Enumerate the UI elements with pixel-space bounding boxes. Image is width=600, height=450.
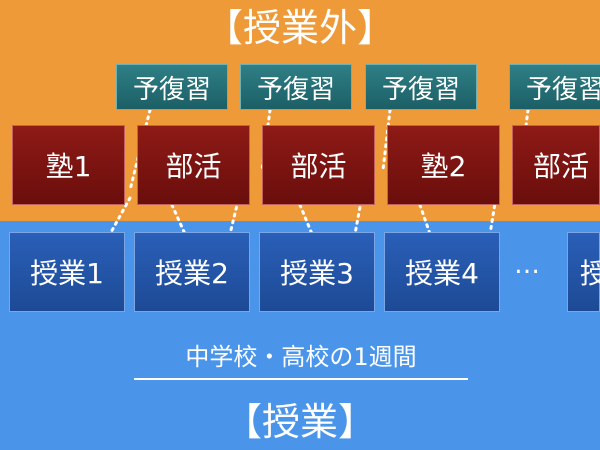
- prep-box-4: 予復習: [509, 64, 600, 110]
- connector-act1-class1: [108, 196, 132, 236]
- activity-box-1: 塾1: [12, 125, 125, 205]
- connector-prep3-act4: [381, 108, 392, 172]
- prep-box-1: 予復習: [116, 64, 228, 110]
- activity-box-3: 部活: [262, 125, 375, 205]
- connector-act4-class4: [418, 203, 432, 236]
- weekly-subtitle: 中学校・高校の1週間: [185, 343, 417, 371]
- class-box-3: 授業3: [259, 232, 375, 312]
- connector-act2-class2: [170, 203, 187, 236]
- class-box-2: 授業2: [134, 232, 250, 312]
- activity-box-4: 塾2: [387, 125, 500, 205]
- class-box-5: 授: [567, 232, 600, 312]
- more-classes-ellipsis: …: [514, 250, 540, 280]
- class-title: 【授業】: [223, 400, 376, 444]
- connector-act3-class3: [298, 203, 314, 236]
- activity-box-5: 部活: [512, 125, 600, 205]
- activity-box-2: 部活: [137, 125, 250, 205]
- prep-box-3: 予復習: [365, 64, 477, 110]
- class-box-4: 授業4: [384, 232, 500, 312]
- subtitle-underline: [134, 378, 468, 380]
- class-box-1: 授業1: [9, 232, 125, 312]
- prep-box-2: 予復習: [240, 64, 352, 110]
- outside-class-title: 【授業外】: [204, 6, 395, 50]
